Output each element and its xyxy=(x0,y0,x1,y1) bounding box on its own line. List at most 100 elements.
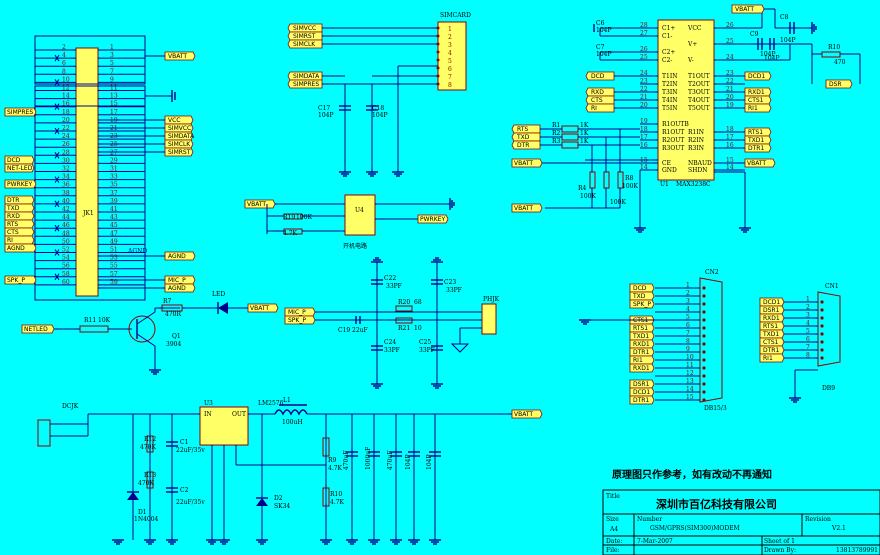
cn2-pin-number: 14 xyxy=(686,386,694,393)
agnd-net-label: AGND xyxy=(127,248,147,255)
flag-cn2-2: SPK_P xyxy=(633,301,651,308)
jk1-pin-number-right: 23 xyxy=(110,133,118,140)
tb-drawn-by: Drawn By: xyxy=(764,547,796,554)
max-pin-number: 18 xyxy=(726,126,734,133)
jk1-pin-number-left: 44 xyxy=(62,214,70,221)
c6-label: C6 xyxy=(596,20,605,27)
sim-pin-number: 2 xyxy=(448,34,452,41)
r21-label: R21 xyxy=(398,325,410,332)
d1-part: 1N4004 xyxy=(134,516,159,523)
r10b-value: 470 xyxy=(834,59,846,66)
jk1-pin-number-left: 36 xyxy=(62,182,70,189)
max-pin-left: C2- xyxy=(662,57,672,64)
jk1-pin-number-left: 32 xyxy=(62,166,70,173)
cn1-pin-number: 7 xyxy=(806,344,810,351)
max-pin-number: 16 xyxy=(726,142,734,149)
tb-revision-label: Revision xyxy=(805,516,831,523)
flag-vbatt-max: VBATT xyxy=(735,6,754,13)
r9-label: R9 xyxy=(328,457,337,464)
c10-value: 104P xyxy=(764,55,780,62)
flag-cn2-10: RXD1 xyxy=(633,365,650,372)
r7-value: 470R xyxy=(165,311,181,318)
max-pin-number: 19 xyxy=(726,102,734,109)
max-r-label: R3 xyxy=(552,138,561,145)
jk1-pin-number-left: 24 xyxy=(62,133,70,140)
c2-label: C2 xyxy=(180,487,189,494)
jk1-pin-number-right: 27 xyxy=(110,149,118,156)
c17-value: 104P xyxy=(318,112,334,119)
cn1-pin-number: 6 xyxy=(806,336,810,343)
flag-cts-left: CTS xyxy=(7,229,19,236)
cn1-label: CN1 xyxy=(825,283,839,290)
max-pin-right: T4OUT xyxy=(688,97,710,104)
jk1-pin-number-right: 51 xyxy=(110,247,118,254)
jk1-pin-number-left: 42 xyxy=(62,206,70,213)
flag-vbatt-psu: VBATT xyxy=(514,411,533,418)
max-pin-number: 23 xyxy=(640,78,648,85)
max-pin-number: 21 xyxy=(726,86,734,93)
psu-cap-value: 104P xyxy=(405,455,412,471)
flag-cn2-9: RI1 xyxy=(633,357,643,364)
jk1-label: JK1 xyxy=(82,210,94,217)
flag-spkp-left: SPK_P xyxy=(7,277,25,284)
flag-max-right-b-1: TXD1 xyxy=(747,137,764,144)
flag-simpres-left: SIMPRES xyxy=(7,109,33,116)
flag-cn2-1: TXD xyxy=(632,293,646,300)
jk1-pin-number-right: 13 xyxy=(110,93,118,100)
max-pin-number: 22 xyxy=(640,86,648,93)
tb-date: 7-Mar-2007 xyxy=(637,538,673,545)
jk1-pin-number-left: 52 xyxy=(62,247,70,254)
d2-part: SK34 xyxy=(274,503,290,510)
cn2-pin-number: 9 xyxy=(686,346,690,353)
max-pin-number: 18 xyxy=(640,126,648,133)
max-pin-right: T5OUT xyxy=(688,105,710,112)
jk1-left-flags: SIMPRES DCD NET-LED PWRKEY DTR TXD RXD R… xyxy=(4,107,37,285)
psu-cap-value: 470uF xyxy=(343,451,350,470)
max-pin-left: T3IN xyxy=(662,89,677,96)
jk1-pin-number-right: 9 xyxy=(110,76,114,83)
flag-vbatt-u4: VBATT xyxy=(247,201,266,208)
r20-label: R20 xyxy=(398,299,410,306)
jk1-pin-number-right: 49 xyxy=(110,238,118,245)
simcard-block: SIMCARD SIMVCCSIMRSTSIMCLKSIMDATASIMPRES… xyxy=(287,12,471,177)
c25-label: C25 xyxy=(419,339,431,346)
led-label: LED xyxy=(212,291,225,298)
jk1-pin-number-left: 34 xyxy=(62,174,70,181)
c23-label: C23 xyxy=(444,279,456,286)
r18-value: 4.7K xyxy=(283,230,298,237)
flag-jk1-right-0: VCC xyxy=(168,117,180,124)
flag-dcd-left: DCD xyxy=(7,157,21,164)
u1-label: U1 xyxy=(660,181,669,188)
jk1-pin-number-right: 3 xyxy=(110,52,114,59)
sim-pin-number: 4 xyxy=(448,50,452,57)
cn2-pin-number: 5 xyxy=(686,314,690,321)
max-pin-right: T2OUT xyxy=(688,81,710,88)
flag-dsr-max: DSR xyxy=(829,81,842,88)
flag-rxd-left: RXD xyxy=(7,213,20,220)
cn2-pin-number: 13 xyxy=(686,378,694,385)
max-pin-left: C2+ xyxy=(662,49,675,56)
jk1-pin-number-right: 41 xyxy=(110,206,118,213)
max-pin-left: R3OUT xyxy=(662,145,684,152)
r7-label: R7 xyxy=(163,298,172,305)
r19-value: 100K xyxy=(296,214,312,221)
psu-cap-value: 104P xyxy=(426,455,433,471)
tb-number-label: Number xyxy=(637,516,662,523)
cn2-type: DB15/3 xyxy=(704,405,727,412)
flag-pwrkey-left: PWRKEY xyxy=(7,181,32,188)
cn1-pin-number: 8 xyxy=(806,352,810,359)
c23-value: 33PF xyxy=(446,287,462,294)
jk1-pin-number-right: 35 xyxy=(110,182,118,189)
psu-cap-value: 1000uF xyxy=(365,447,372,470)
flag-pwrkey-u4: PWRKEY xyxy=(420,216,445,223)
r10-value: 4.7K xyxy=(330,499,345,506)
max-pin-left: GND xyxy=(662,167,677,174)
cn2-label: CN2 xyxy=(705,269,719,276)
cn2-pin-number: 11 xyxy=(686,362,694,369)
jk1-pin-number-left: 10 xyxy=(62,76,70,83)
flag-max-right-3: RI1 xyxy=(748,105,758,112)
flag-sim-2: SIMCLK xyxy=(293,41,316,48)
jk1-pin-number-left: 18 xyxy=(62,109,70,116)
flag-max-rts-2: DTR xyxy=(517,142,529,149)
sim-pin-number: 6 xyxy=(448,66,452,73)
